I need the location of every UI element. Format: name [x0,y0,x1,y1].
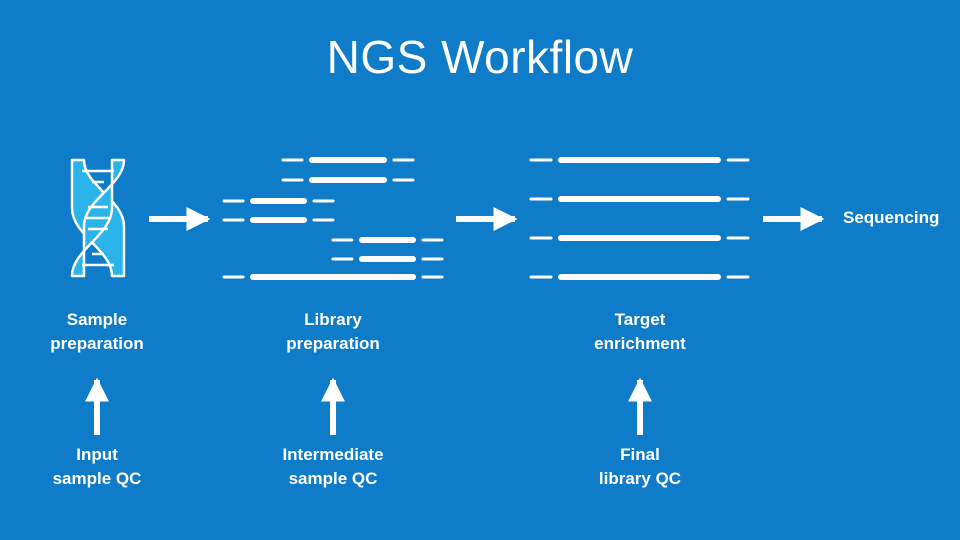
qc-label-line1: Final [620,445,660,464]
qc-label-line2: sample QC [52,469,142,488]
step-label-line1: Library [304,310,362,329]
qc-label-line2: sample QC [288,469,378,488]
step-label-line2: preparation [286,334,380,353]
qc-label-final: Final library QC [550,443,730,491]
step-label-line2: enrichment [594,334,686,353]
step-label-sequencing: Sequencing [843,208,940,227]
step-label-line1: Target [614,310,666,329]
qc-label-line1: Intermediate [282,445,384,464]
dna-helix-icon [70,158,126,278]
step-label-target-enrichment: Target enrichment [550,308,730,356]
fragments-icon [222,157,444,280]
enriched-fragments-icon [529,157,750,280]
step-label-sample-preparation: Sample preparation [7,308,187,356]
qc-label-line1: Input [76,445,118,464]
step-label-library-preparation: Library preparation [243,308,423,356]
step-label-line1: Sample [66,310,128,329]
step-label-line2: preparation [50,334,144,353]
page-title: NGS Workflow [326,31,634,83]
qc-label-intermediate: Intermediate sample QC [243,443,423,491]
qc-label-line2: library QC [598,469,682,488]
qc-label-input: Input sample QC [7,443,187,491]
